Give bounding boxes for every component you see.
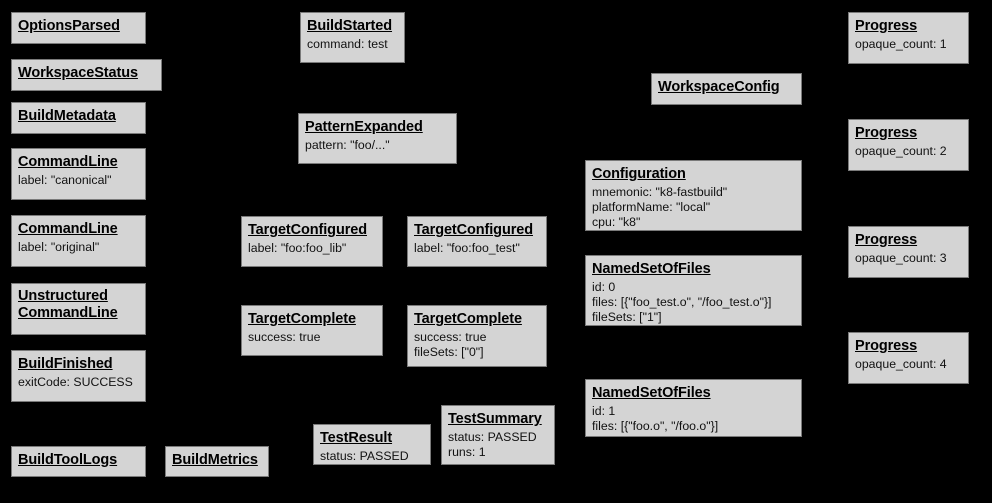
node-fields: mnemonic: "k8-fastbuild"platformName: "l…	[592, 185, 795, 230]
node-field: id: 0	[592, 279, 616, 294]
node-title: Progress	[855, 232, 918, 248]
node-fields: opaque_count: 4	[855, 357, 962, 372]
node-title: NamedSetOfFiles	[592, 261, 711, 277]
node-field: platformName: "local"	[592, 199, 711, 214]
node-title: WorkspaceStatus	[18, 65, 138, 81]
node-command-line-original[interactable]: CommandLine label: "original"	[11, 215, 146, 267]
node-title: NamedSetOfFiles	[592, 385, 711, 401]
node-fields: pattern: "foo/..."	[305, 138, 450, 153]
node-field: fileSets: ["0"]	[414, 344, 484, 359]
node-fields: exitCode: SUCCESS	[18, 375, 139, 390]
node-field: label: "foo:foo_test"	[414, 240, 520, 255]
node-progress-3[interactable]: Progress opaque_count: 3	[848, 226, 969, 278]
node-title: BuildMetrics	[172, 452, 258, 468]
node-field: status: PASSED	[448, 429, 537, 444]
node-title: Unstructured CommandLine	[18, 288, 118, 322]
node-build-tool-logs[interactable]: BuildToolLogs	[11, 446, 146, 477]
node-progress-1[interactable]: Progress opaque_count: 1	[848, 12, 969, 64]
node-field: files: [{"foo.o", "/foo.o"}]	[592, 418, 719, 433]
node-fields: label: "original"	[18, 240, 139, 255]
node-build-metadata[interactable]: BuildMetadata	[11, 102, 146, 134]
node-title: Progress	[855, 18, 918, 34]
node-title: CommandLine	[18, 221, 118, 237]
node-target-configured-foo-lib[interactable]: TargetConfigured label: "foo:foo_lib"	[241, 216, 383, 267]
node-field: opaque_count: 1	[855, 36, 947, 51]
node-workspace-config[interactable]: WorkspaceConfig	[651, 73, 802, 105]
node-field: mnemonic: "k8-fastbuild"	[592, 184, 728, 199]
node-test-result[interactable]: TestResult status: PASSED	[313, 424, 431, 465]
node-field: label: "canonical"	[18, 172, 112, 187]
node-field: command: test	[307, 36, 388, 51]
node-field: label: "foo:foo_lib"	[248, 240, 347, 255]
node-configuration[interactable]: Configuration mnemonic: "k8-fastbuild"pla…	[585, 160, 802, 231]
node-title: BuildToolLogs	[18, 452, 118, 468]
node-target-complete-lib[interactable]: TargetComplete success: true	[241, 305, 383, 356]
node-title: TargetComplete	[414, 311, 522, 327]
node-title: TestSummary	[448, 411, 542, 427]
node-unstructured-command-line[interactable]: Unstructured CommandLine	[11, 283, 146, 335]
node-title: TargetConfigured	[414, 222, 533, 238]
node-title: Progress	[855, 338, 918, 354]
node-fields: command: test	[307, 37, 398, 52]
node-field: exitCode: SUCCESS	[18, 374, 133, 389]
node-fields: label: "foo:foo_lib"	[248, 241, 376, 256]
node-field: status: PASSED	[320, 448, 409, 463]
node-title: BuildFinished	[18, 356, 113, 372]
node-field: success: true	[248, 329, 321, 344]
node-command-line-canonical[interactable]: CommandLine label: "canonical"	[11, 148, 146, 200]
node-field: runs: 1	[448, 444, 486, 459]
node-title: OptionsParsed	[18, 18, 120, 34]
node-field: fileSets: ["1"]	[592, 309, 662, 324]
node-field: cpu: "k8"	[592, 214, 641, 229]
node-title: WorkspaceConfig	[658, 79, 780, 95]
node-fields: opaque_count: 1	[855, 37, 962, 52]
node-target-configured-foo-test[interactable]: TargetConfigured label: "foo:foo_test"	[407, 216, 547, 267]
node-field: files: [{"foo_test.o", "/foo_test.o"}]	[592, 294, 772, 309]
node-title: BuildStarted	[307, 18, 393, 34]
node-build-started[interactable]: BuildStarted command: test	[300, 12, 405, 63]
node-title: CommandLine	[18, 154, 118, 170]
node-fields: status: PASSED	[320, 449, 424, 464]
node-field: label: "original"	[18, 239, 100, 254]
node-field: id: 1	[592, 403, 616, 418]
node-progress-4[interactable]: Progress opaque_count: 4	[848, 332, 969, 384]
node-title: Progress	[855, 125, 918, 141]
node-field: opaque_count: 4	[855, 356, 947, 371]
node-title: TargetComplete	[248, 311, 356, 327]
node-build-metrics[interactable]: BuildMetrics	[165, 446, 269, 477]
node-field: opaque_count: 3	[855, 250, 947, 265]
node-field: pattern: "foo/..."	[305, 137, 390, 152]
node-title: TestResult	[320, 430, 393, 446]
node-field: opaque_count: 2	[855, 143, 947, 158]
node-fields: label: "canonical"	[18, 173, 139, 188]
node-progress-2[interactable]: Progress opaque_count: 2	[848, 119, 969, 171]
node-title: Configuration	[592, 166, 686, 182]
node-fields: label: "foo:foo_test"	[414, 241, 540, 256]
node-fields: success: true	[248, 330, 376, 345]
node-fields: opaque_count: 3	[855, 251, 962, 266]
node-title: TargetConfigured	[248, 222, 367, 238]
node-options-parsed[interactable]: OptionsParsed	[11, 12, 146, 44]
node-build-finished[interactable]: BuildFinished exitCode: SUCCESS	[11, 350, 146, 402]
node-pattern-expanded[interactable]: PatternExpanded pattern: "foo/..."	[298, 113, 457, 164]
node-fields: opaque_count: 2	[855, 144, 962, 159]
node-title: BuildMetadata	[18, 108, 116, 124]
node-title: PatternExpanded	[305, 119, 423, 135]
node-workspace-status[interactable]: WorkspaceStatus	[11, 59, 162, 91]
node-field: success: true	[414, 329, 487, 344]
